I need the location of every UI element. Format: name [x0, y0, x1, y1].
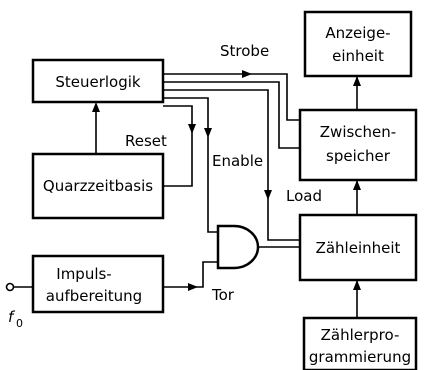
zaehlerprog-label-line1: Zählerpro- — [321, 326, 400, 344]
anzeige-label-line1: Anzeige- — [325, 24, 390, 42]
anzeige-label-line2: einheit — [332, 47, 384, 65]
strobe-mid-arrow — [242, 70, 252, 78]
load-arrow — [264, 190, 272, 200]
impuls-label-line1: Impuls- — [56, 265, 111, 283]
reset-label: Reset — [125, 132, 167, 150]
strobe-label: Strobe — [220, 42, 269, 60]
input-frequency-subscript: 0 — [16, 317, 23, 330]
impuls-to-gate-arrow — [188, 283, 198, 291]
impuls-label-line2: aufbereitung — [46, 287, 142, 305]
impulsaufbereitung-block — [31, 254, 165, 314]
steuer-to-zwischen-wire — [163, 81, 300, 149]
zwischenspeicher-block — [298, 108, 418, 182]
input-frequency-label: f — [8, 308, 16, 326]
zaehlerprogrammierung-block — [302, 316, 418, 370]
zaehl-to-zwischen-arrow — [353, 180, 361, 190]
tor-label: Tor — [211, 286, 235, 304]
zwischen-to-anzeige-arrow — [353, 76, 361, 86]
strobe-wire — [163, 73, 300, 121]
prog-to-zaehl-arrow — [353, 280, 361, 290]
zwischen-label-line2: speicher — [326, 147, 391, 165]
enable-wire — [163, 97, 218, 233]
quarzzeitbasis-label: Quarzzeitbasis — [43, 177, 153, 195]
enable-arrow — [204, 128, 212, 138]
reset-arrow — [188, 124, 196, 134]
zaehleinheit-block — [298, 213, 418, 282]
input-terminal — [5, 282, 15, 292]
and-gate — [216, 224, 260, 270]
zaehleinheit-label: Zähleinheit — [316, 239, 401, 257]
steuerlogik-block — [31, 58, 165, 104]
enable-label: Enable — [212, 152, 263, 170]
impuls-to-gate-wire — [163, 261, 218, 288]
zaehlerprog-label-line2: grammierung — [309, 348, 411, 366]
quarzzeitbasis-block — [31, 152, 165, 220]
load-label: Load — [286, 187, 322, 205]
zwischen-label-line1: Zwischen- — [320, 123, 396, 141]
quarz-to-steuer-arrow — [92, 102, 100, 112]
anzeigeeinheit-block — [303, 10, 413, 78]
reset-wire — [163, 105, 193, 187]
load-wire — [163, 89, 300, 241]
steuerlogik-label: Steuerlogik — [55, 73, 141, 91]
